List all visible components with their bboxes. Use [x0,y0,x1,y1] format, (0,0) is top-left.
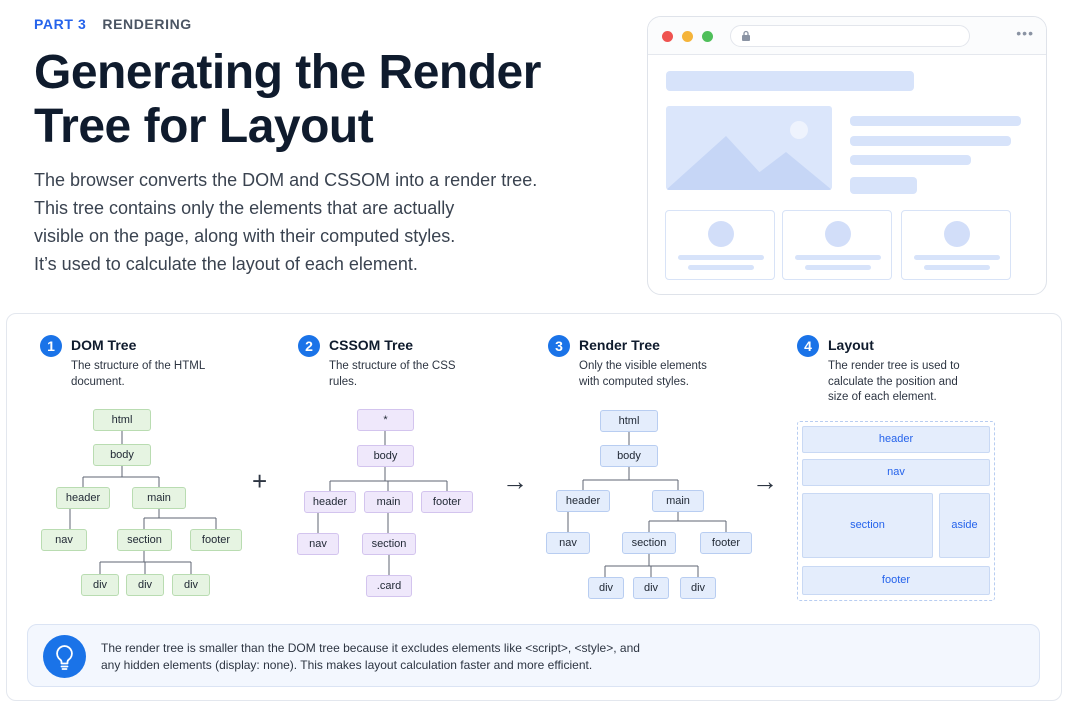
layout-footer: footer [802,566,990,595]
placeholder-line [850,116,1021,126]
info-note: The render tree is smaller than the DOM … [27,624,1040,687]
placeholder-line [850,155,971,165]
cssom-node-body: body [357,445,414,467]
lightbulb-icon [43,635,86,678]
step-title: Layout [828,337,874,353]
intro-line: visible on the page, along with their co… [34,226,456,246]
step-number-badge: 4 [797,335,819,357]
cssom-node-section: section [362,533,416,555]
dom-node-nav: nav [41,529,87,551]
dom-node-header: header [56,487,110,509]
step-description-line: rules. [329,375,358,388]
dom-node-div: div [172,574,210,596]
image-placeholder-icon [666,106,832,190]
eyebrow: PART 3 RENDERING [34,16,192,32]
lock-icon [742,30,750,41]
step-number-badge: 1 [40,335,62,357]
browser-illustration: ••• [647,16,1047,295]
layout-diagram: header nav section aside footer [797,421,995,601]
step-title: Render Tree [579,337,660,353]
placeholder-line [850,136,1011,146]
step-title: CSSOM Tree [329,337,414,353]
note-line: The render tree is smaller than the DOM … [101,641,640,655]
step-title: DOM Tree [71,337,137,353]
layout-nav: nav [802,459,990,486]
step-number-badge: 3 [548,335,570,357]
step-description-line: document. [71,375,125,388]
note-text: The render tree is smaller than the DOM … [101,640,640,674]
cssom-node-header: header [304,491,356,513]
dom-node-footer: footer [190,529,242,551]
close-dot-icon [662,31,673,42]
cssom-node-footer: footer [421,491,473,513]
part-label: PART 3 [34,16,87,32]
layout-aside: aside [939,493,990,558]
render-node-footer: footer [700,532,752,554]
dom-node-html: html [93,409,151,431]
step-description-line: calculate the position and [828,375,958,388]
step-description: The structure of the CSS rules. [329,359,456,390]
render-node-header: header [556,490,610,512]
cssom-node-nav: nav [297,533,339,555]
dom-node-body: body [93,444,151,466]
render-node-main: main [652,490,704,512]
browser-titlebar: ••• [648,17,1046,55]
intro-line: The browser converts the DOM and CSSOM i… [34,170,538,190]
layout-section: section [802,493,933,558]
arrow-operator: → [502,466,528,496]
step-description: The render tree is used to calculate the… [828,359,960,406]
cssom-node-card: .card [366,575,412,597]
title-line-2: Tree for Layout [34,100,374,153]
page-title: Generating the Render Tree for Layout [34,46,594,154]
step-description-line: The structure of the HTML [71,360,206,372]
intro-line: This tree contains only the elements tha… [34,198,455,218]
title-line-1: Generating the Render [34,46,541,99]
minimize-dot-icon [682,31,693,42]
step-description: Only the visible elements with computed … [579,359,707,390]
render-node-div: div [588,577,624,599]
dom-node-section: section [117,529,172,551]
step-number-badge: 2 [298,335,320,357]
step-description-line: with computed styles. [579,375,689,388]
placeholder-card [901,210,1011,280]
dom-node-main: main [132,487,186,509]
dom-node-div: div [81,574,119,596]
step-description: The structure of the HTML document. [71,359,205,390]
cssom-node-main: main [364,491,413,513]
address-bar [730,25,970,47]
render-node-html: html [600,410,658,432]
arrow-operator: → [752,466,778,496]
step-description-line: Only the visible elements [579,360,707,372]
step-description-line: The render tree is used to [828,360,960,372]
intro-paragraph: The browser converts the DOM and CSSOM i… [34,166,537,278]
maximize-dot-icon [702,31,713,42]
render-node-div: div [680,577,716,599]
more-horizontal-icon: ••• [1016,25,1034,41]
intro-line: It’s used to calculate the layout of eac… [34,254,418,274]
placeholder-button [850,177,917,194]
placeholder-card [782,210,892,280]
placeholder-card [665,210,775,280]
render-node-body: body [600,445,658,467]
note-line: any hidden elements (display: none). Thi… [101,658,593,672]
render-node-div: div [633,577,669,599]
layout-header: header [802,426,990,453]
plus-operator: + [252,466,268,496]
dom-node-div: div [126,574,164,596]
step-description-line: The structure of the CSS [329,360,456,372]
step-description-line: size of each element. [828,391,937,403]
render-node-section: section [622,532,676,554]
render-node-nav: nav [546,532,590,554]
placeholder-heading [666,71,914,91]
section-label: RENDERING [102,16,192,32]
cssom-node-universal: * [357,409,414,431]
